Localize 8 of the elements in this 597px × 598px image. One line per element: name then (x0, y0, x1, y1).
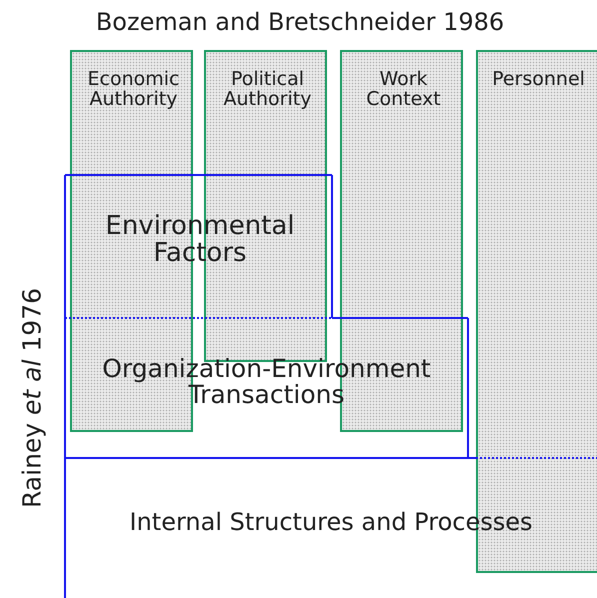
box-label: Personnel (491, 70, 586, 90)
region-outline (65, 175, 332, 318)
box-label: Work Context (365, 70, 442, 110)
box-label: Political Authority (222, 70, 312, 110)
heading-label: Bozeman and Bretschneider 1986 (96, 8, 504, 36)
region-outline (65, 458, 597, 598)
box-label: Economic Authority (86, 70, 180, 110)
axis-label: Rainey et al 1976 (18, 288, 46, 508)
